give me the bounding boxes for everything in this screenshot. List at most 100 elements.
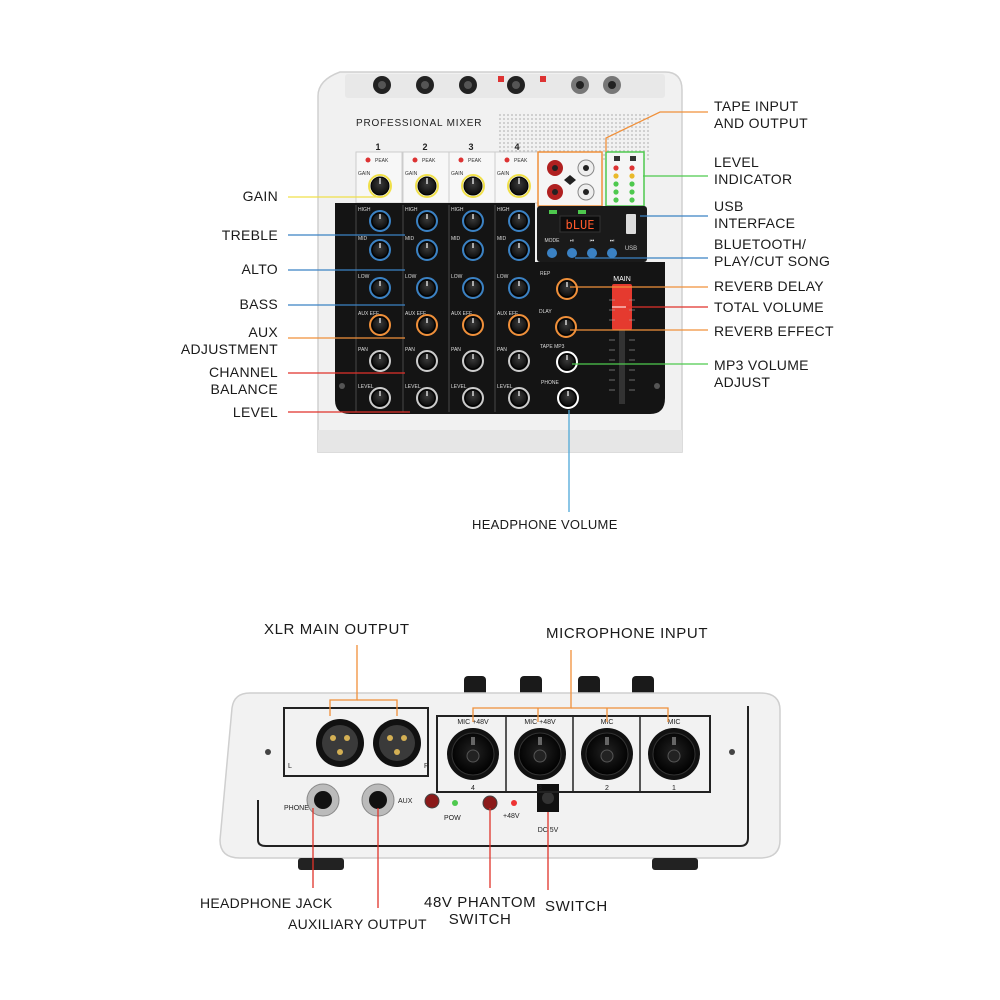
callout-bt-line2: PLAY/CUT SONG (714, 253, 831, 269)
channel-number: 4 (514, 142, 519, 152)
fx-knob[interactable] (556, 351, 578, 373)
eq-knob[interactable] (369, 387, 391, 409)
eq-knob[interactable] (369, 314, 391, 336)
bt-button[interactable] (607, 248, 617, 258)
knob-row-label: LOW (451, 274, 463, 280)
gain-knob[interactable] (368, 174, 392, 198)
eq-knob[interactable] (416, 387, 438, 409)
channel-number: 1 (375, 142, 380, 152)
eq-knob[interactable] (462, 277, 484, 299)
knob-row-label: AUX EFF (451, 311, 472, 317)
bt-button[interactable] (567, 248, 577, 258)
knob-row-label: PAN (451, 347, 461, 353)
callout-tape-io: TAPE INPUT AND OUTPUT (714, 98, 808, 132)
callout-tape-line2: AND OUTPUT (714, 115, 808, 131)
eq-knob[interactable] (416, 239, 438, 261)
eq-knob[interactable] (462, 350, 484, 372)
gain-label: GAIN (497, 171, 510, 177)
knob-row-label: PAN (405, 347, 415, 353)
gain-knob[interactable] (415, 174, 439, 198)
callout-reverb-delay: REVERB DELAY (714, 278, 824, 294)
peak-label: PEAK (422, 158, 436, 164)
peak-label: PEAK (375, 158, 389, 164)
main-label: MAIN (613, 276, 631, 283)
eq-knob[interactable] (416, 210, 438, 232)
main-fader: MAIN (609, 276, 635, 404)
pow-label: POW (444, 815, 461, 822)
bt-button[interactable] (587, 248, 597, 258)
peak-label: PEAK (514, 158, 528, 164)
callout-headphone-volume: HEADPHONE VOLUME (472, 517, 618, 532)
eq-knob[interactable] (369, 277, 391, 299)
knob-row-label: AUX EFF (358, 311, 379, 317)
callout-level: LEVEL (232, 404, 278, 420)
eq-knob[interactable] (416, 277, 438, 299)
phantom-switch[interactable] (482, 795, 498, 811)
bt-button[interactable] (547, 248, 557, 258)
eq-knob[interactable] (416, 314, 438, 336)
callout-mp3-volume: MP3 VOLUME ADJUST (714, 357, 809, 391)
callout-phantom-line2: SWITCH (448, 911, 512, 928)
fx-knob[interactable] (557, 387, 579, 409)
callout-reverb-effect: REVERB EFFECT (714, 323, 834, 339)
callout-indicator-line2: INDICATOR (714, 171, 793, 187)
fx-knob[interactable] (556, 278, 578, 300)
callout-phantom-switch: 48V PHANTOM SWITCH (424, 894, 536, 928)
fx-label: REP (540, 271, 551, 277)
knob-row-label: HIGH (358, 207, 371, 213)
knob-row-label: PAN (497, 347, 507, 353)
eq-knob[interactable] (369, 239, 391, 261)
rear-panel: L R PHONE AUX POW +48V DC 5V MIC +48V4MI… (219, 676, 781, 870)
eq-knob[interactable] (508, 239, 530, 261)
knob-row-label: AUX EFF (497, 311, 518, 317)
eq-knob[interactable] (508, 210, 530, 232)
eq-knob[interactable] (508, 314, 530, 336)
gain-label: GAIN (358, 171, 371, 177)
knob-row-label: HIGH (405, 207, 418, 213)
eq-knob[interactable] (508, 277, 530, 299)
bt-button-label: MODE (545, 238, 561, 244)
xlr-left-label: L (288, 763, 292, 770)
callout-usb-interface: USB INTERFACE (714, 198, 795, 232)
callout-total-volume: TOTAL VOLUME (714, 299, 824, 315)
eq-knob[interactable] (462, 239, 484, 261)
peak-led (458, 157, 464, 163)
knob-row-label: LEVEL (405, 384, 421, 390)
callout-indicator-line1: LEVEL (714, 154, 760, 170)
callout-phantom-line1: 48V PHANTOM (424, 894, 537, 911)
callout-xlr-main-output: XLR MAIN OUTPUT (264, 621, 410, 638)
callout-alto: ALTO (241, 261, 278, 277)
mic-label: MIC (601, 719, 614, 726)
knob-row-label: MID (451, 236, 461, 242)
eq-knob[interactable] (462, 210, 484, 232)
xlr-output-section: L R (283, 707, 429, 777)
eq-knob[interactable] (369, 210, 391, 232)
callout-aux-adjustment: AUX ADJUSTMENT (181, 324, 278, 358)
fx-knob[interactable] (555, 316, 577, 338)
tape-io (537, 151, 603, 207)
knob-row-label: LOW (358, 274, 370, 280)
gain-knob[interactable] (461, 174, 485, 198)
aux-label: AUX (398, 798, 413, 805)
gain-label: GAIN (405, 171, 418, 177)
gain-knob[interactable] (507, 174, 531, 198)
knob-row-label: HIGH (497, 207, 510, 213)
mp3-module: bLUE USB MODE⏯⏮⏭ (537, 206, 647, 262)
channel-number: 3 (468, 142, 473, 152)
eq-knob[interactable] (369, 350, 391, 372)
eq-knob[interactable] (508, 350, 530, 372)
knob-row-label: MID (405, 236, 415, 242)
eq-knob[interactable] (462, 387, 484, 409)
eq-knob[interactable] (416, 350, 438, 372)
callout-usb-line2: INTERFACE (714, 215, 796, 231)
eq-knob[interactable] (462, 314, 484, 336)
bt-button-label: ⏯ (570, 238, 574, 244)
callout-aux-line1: AUX (248, 324, 278, 340)
peak-led (504, 157, 510, 163)
eq-knob[interactable] (508, 387, 530, 409)
bt-button-label: ⏭ (610, 238, 615, 244)
